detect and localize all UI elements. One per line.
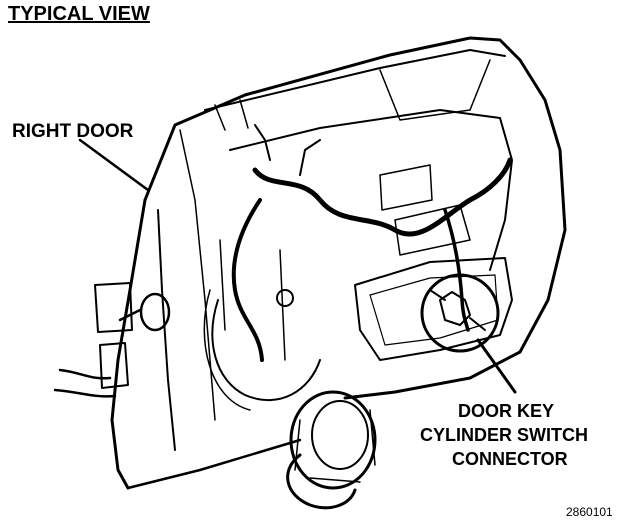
right-door-leader — [78, 138, 150, 192]
door-bottom-edge — [126, 438, 302, 490]
wiring-branch — [254, 124, 321, 176]
right-door-label: RIGHT DOOR — [12, 121, 134, 142]
inner-panel-openings — [379, 164, 471, 256]
figure-id: 2860101 — [566, 505, 613, 519]
inner-panel — [229, 109, 513, 271]
speaker-cone — [311, 400, 369, 470]
lock-actuator — [139, 292, 171, 332]
regulator-rod — [219, 239, 286, 361]
door-inner-edge-2 — [179, 129, 216, 421]
hinge-block — [94, 282, 133, 333]
connector-detail — [439, 291, 471, 326]
wiring-harness-2 — [231, 198, 264, 362]
regulator-arc-2 — [203, 289, 251, 411]
door-key-label-line1: DOOR KEY — [458, 401, 555, 421]
door-inner-edge — [157, 209, 176, 451]
hinge-detail — [99, 342, 129, 389]
door-key-label-line3: CONNECTOR — [452, 449, 568, 469]
door-outer-shell — [143, 36, 567, 400]
connector-leader — [476, 338, 517, 394]
wiring-harness — [252, 157, 513, 237]
door-key-label-line2: CYLINDER SWITCH — [420, 425, 588, 445]
top-trim-lines — [214, 59, 491, 131]
regulator-pivot — [276, 289, 294, 307]
speaker-wire — [286, 453, 357, 510]
connector-wire — [429, 289, 486, 331]
hinge-wires — [53, 308, 142, 398]
page-title: TYPICAL VIEW — [8, 3, 150, 25]
door-frame-front — [110, 198, 147, 490]
speaker-housing — [289, 390, 377, 490]
speaker-mount-lines — [294, 409, 376, 483]
regulator-arc — [211, 299, 321, 401]
connector-callout-circle — [420, 273, 500, 353]
window-channel — [204, 49, 506, 111]
wiring-harness-3 — [443, 208, 470, 332]
lower-opening — [354, 257, 513, 361]
